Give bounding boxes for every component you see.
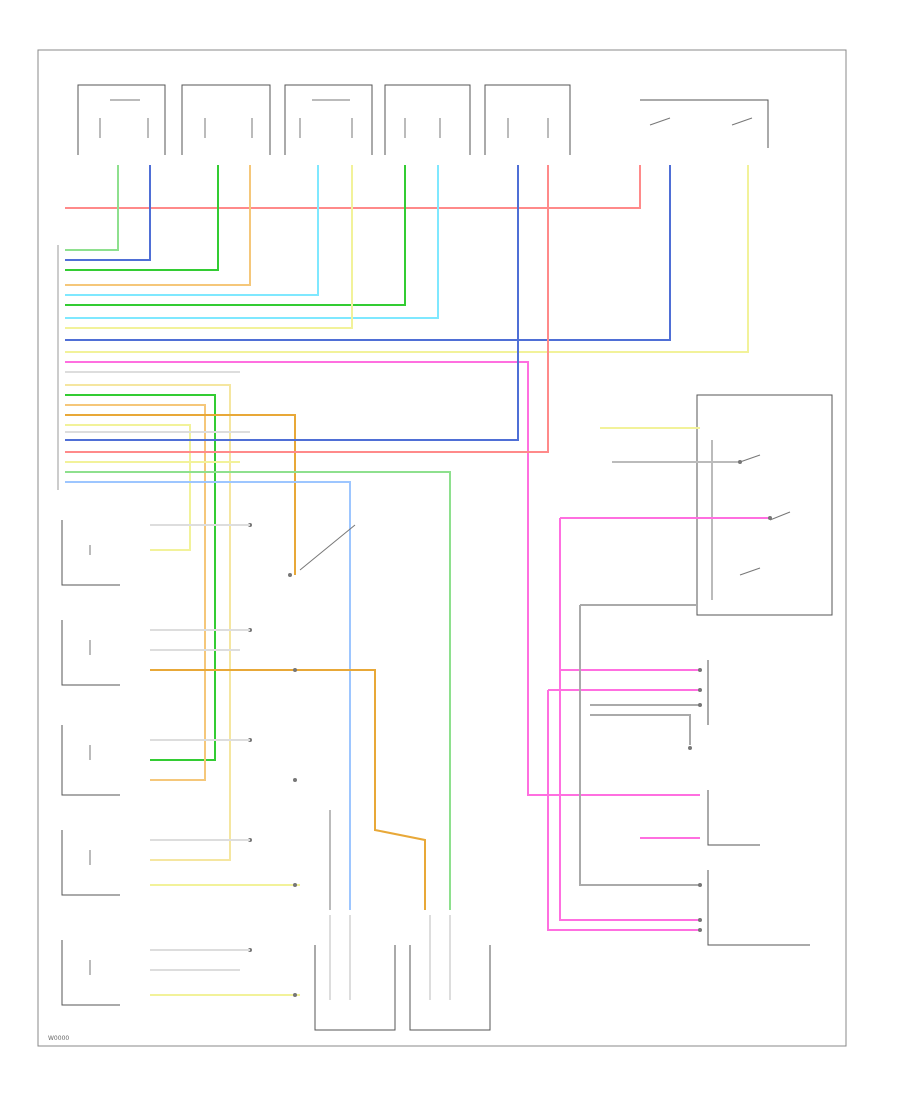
wire-green-4 [65, 165, 406, 306]
wire-yellow-left-2 [65, 424, 191, 551]
pointer-line [299, 524, 356, 571]
bottom-sensor-box-1 [314, 945, 396, 1031]
wire-orange-2 [150, 669, 426, 910]
left-sensor-group [61, 520, 297, 1006]
diagram-frame [37, 49, 847, 1047]
wire-orange-1 [65, 414, 296, 575]
wire-red-middle [65, 165, 549, 453]
ecu-bracket-3 [707, 870, 810, 946]
wire-green-left [65, 394, 216, 761]
top-sensor-box-2 [181, 84, 271, 155]
top-sensor-box-3 [284, 84, 373, 155]
wire-yellow-left-1 [65, 384, 231, 861]
wire-cyan-4 [65, 165, 439, 319]
wire-yellow-3 [65, 165, 353, 329]
wire-blue-switch [65, 165, 671, 341]
wire-tan-2 [65, 165, 251, 286]
footer-code: W0000 [48, 1035, 69, 1042]
bottom-sensor-group [314, 915, 491, 1031]
wire-pink-right4 [547, 690, 700, 931]
wire-gray-right5 [590, 714, 691, 745]
left-sensor-box-3 [61, 725, 120, 796]
wire-blue-1 [65, 165, 151, 261]
top-sensor-group [77, 84, 769, 155]
wire-red-top [65, 165, 641, 209]
top-sensor-box-4 [384, 84, 471, 155]
wire-lt-green-1 [65, 165, 119, 251]
wire-green-2 [65, 165, 219, 271]
top-switch-box [640, 99, 769, 148]
ecu-bracket-2 [707, 790, 760, 846]
wire-pink-right5 [559, 670, 700, 921]
wire-blue-middle [65, 165, 519, 441]
left-sensor-box-5 [61, 940, 120, 1006]
bottom-sensor-box-2 [409, 945, 491, 1031]
left-sensor-box-2 [61, 620, 120, 686]
wire-blue-long [65, 481, 351, 910]
left-sensor-box-4 [61, 830, 120, 896]
right-module-group [299, 394, 833, 946]
top-sensor-contacts [99, 99, 753, 138]
wire-tan-left [65, 404, 206, 781]
switch-module-box [696, 394, 833, 616]
wire-cyan-3 [65, 165, 319, 296]
left-sensor-box-1 [61, 520, 120, 586]
top-sensor-box-1 [77, 84, 166, 155]
harness-wires [65, 165, 749, 996]
wire-yellow-switch [65, 165, 749, 353]
wire-green-long [65, 471, 451, 910]
top-sensor-box-5 [484, 84, 571, 155]
wire-pink-main [65, 361, 700, 796]
wire-gray-right3 [579, 605, 700, 886]
